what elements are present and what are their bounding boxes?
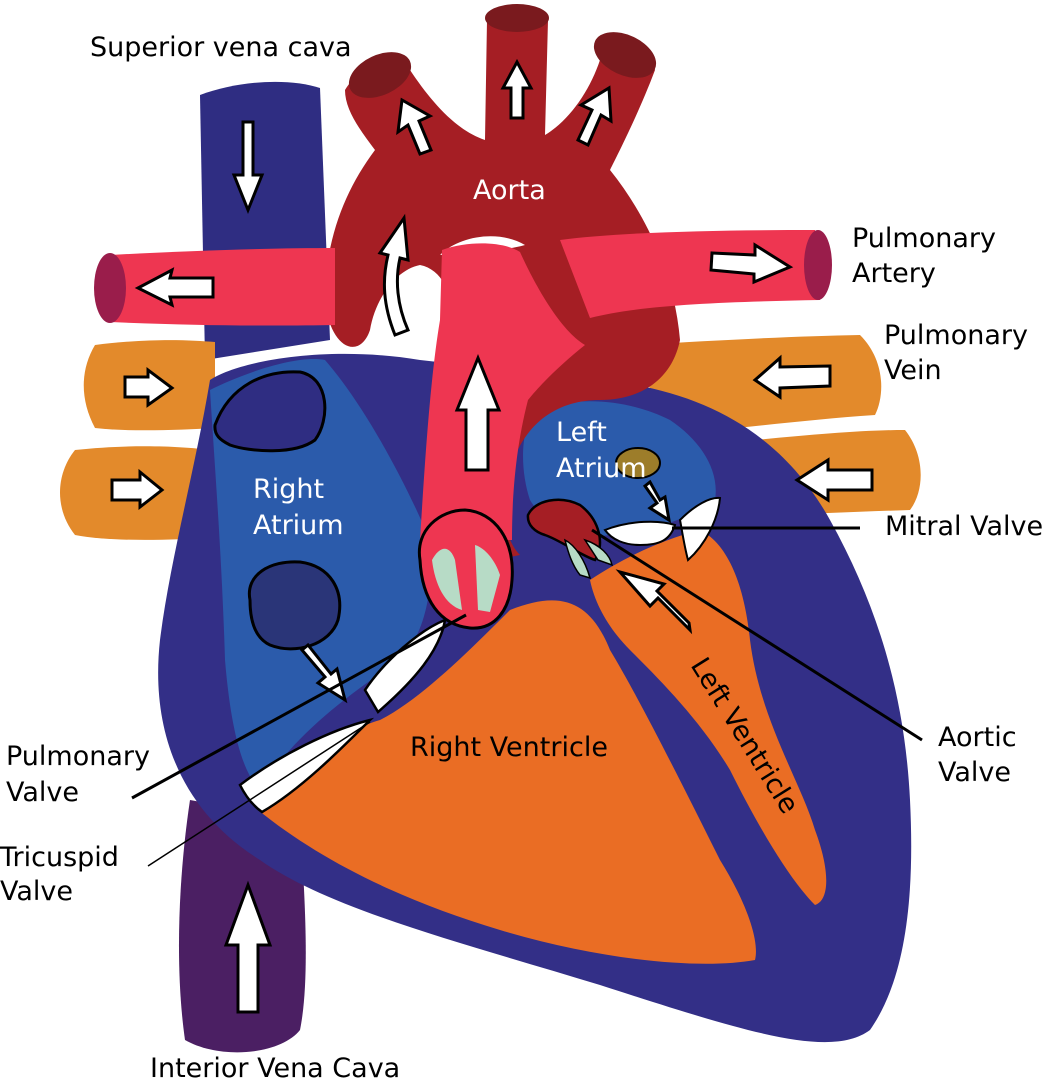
left-ventricle-chamber xyxy=(590,530,827,905)
aorta-branch-cap-right xyxy=(593,32,657,78)
label-mitral-valve: Mitral Valve xyxy=(885,511,1043,542)
right-ventricle-chamber xyxy=(258,600,756,964)
label-right-atrium: Right Atrium xyxy=(253,474,344,541)
flow-arrow-pulmonary-vein-left-lower xyxy=(110,468,165,511)
aortic-valve-body xyxy=(526,498,602,562)
pulmonary-artery-left-branch xyxy=(110,248,335,326)
label-pulmonary-valve: Pulmonary Valve xyxy=(6,741,159,808)
label-right-ventricle: Right Ventricle xyxy=(410,732,608,763)
tricuspid-valve-leaflet-1 xyxy=(363,618,447,714)
flow-arrow-svc-down xyxy=(231,120,265,215)
sinus-opening-lower xyxy=(247,560,342,651)
label-tricuspid-valve: Tricuspid Valve xyxy=(0,842,128,907)
pulmonary-valve-leaflet-1 xyxy=(432,548,462,610)
flow-arrow-aorta-middle-branch xyxy=(500,58,534,120)
leader-pulmonary-valve xyxy=(131,613,467,800)
sinus-opening-upper xyxy=(213,370,327,453)
flow-arrow-ivc-up xyxy=(223,880,273,1014)
flow-arrow-aorta-right-branch xyxy=(576,85,613,148)
label-left-atrium: Left Atrium xyxy=(556,417,647,484)
label-pulmonary-artery: Pulmonary Artery xyxy=(852,223,1005,289)
pulmonary-artery-left-cap xyxy=(94,253,126,323)
pulmonary-artery-right-branch xyxy=(560,230,820,318)
flow-arrow-pulmonary-artery-right xyxy=(709,242,794,285)
leader-tricuspid-valve xyxy=(147,721,371,867)
flow-arrow-pulmonary-vein-right-upper xyxy=(752,354,832,400)
label-inferior-vena-cava: Interior Vena Cava xyxy=(150,1053,400,1080)
label-pulmonary-vein: Pulmonary Vein xyxy=(884,320,1037,386)
pulmonary-valve-leaflet-2 xyxy=(475,545,500,612)
flow-arrow-pulmonary-vein-right-lower xyxy=(794,457,874,503)
pulmonary-artery-right-cap xyxy=(804,230,832,300)
flow-arrow-pulmonary-artery-left xyxy=(134,267,215,308)
mitral-valve-leaflet-1 xyxy=(603,520,677,547)
flow-arrow-left-ventricle-up xyxy=(615,569,693,635)
aorta-branch-cap-middle xyxy=(485,4,549,32)
aortic-valve-leaflet-2 xyxy=(583,538,613,567)
flow-arrow-pulmonary-vein-left-upper xyxy=(123,367,175,408)
flow-arrow-aorta-ascending xyxy=(377,213,411,337)
aorta-branch-cap-left xyxy=(348,52,412,98)
label-superior-vena-cava: Superior vena cava xyxy=(90,32,352,63)
aortic-valve-leaflet-1 xyxy=(563,538,592,580)
left-atrium-spot xyxy=(615,447,661,479)
pulmonary-artery-main xyxy=(420,243,585,541)
label-aorta: Aorta xyxy=(473,175,546,206)
leader-aortic-valve xyxy=(591,528,923,742)
label-aortic-valve: Aortic Valve xyxy=(938,722,1025,788)
flow-arrow-aorta-left-branch xyxy=(396,97,434,156)
flow-arrow-left-atrium-to-ventricle xyxy=(642,479,672,524)
flow-arrow-pulmonary-trunk-up xyxy=(454,353,502,472)
